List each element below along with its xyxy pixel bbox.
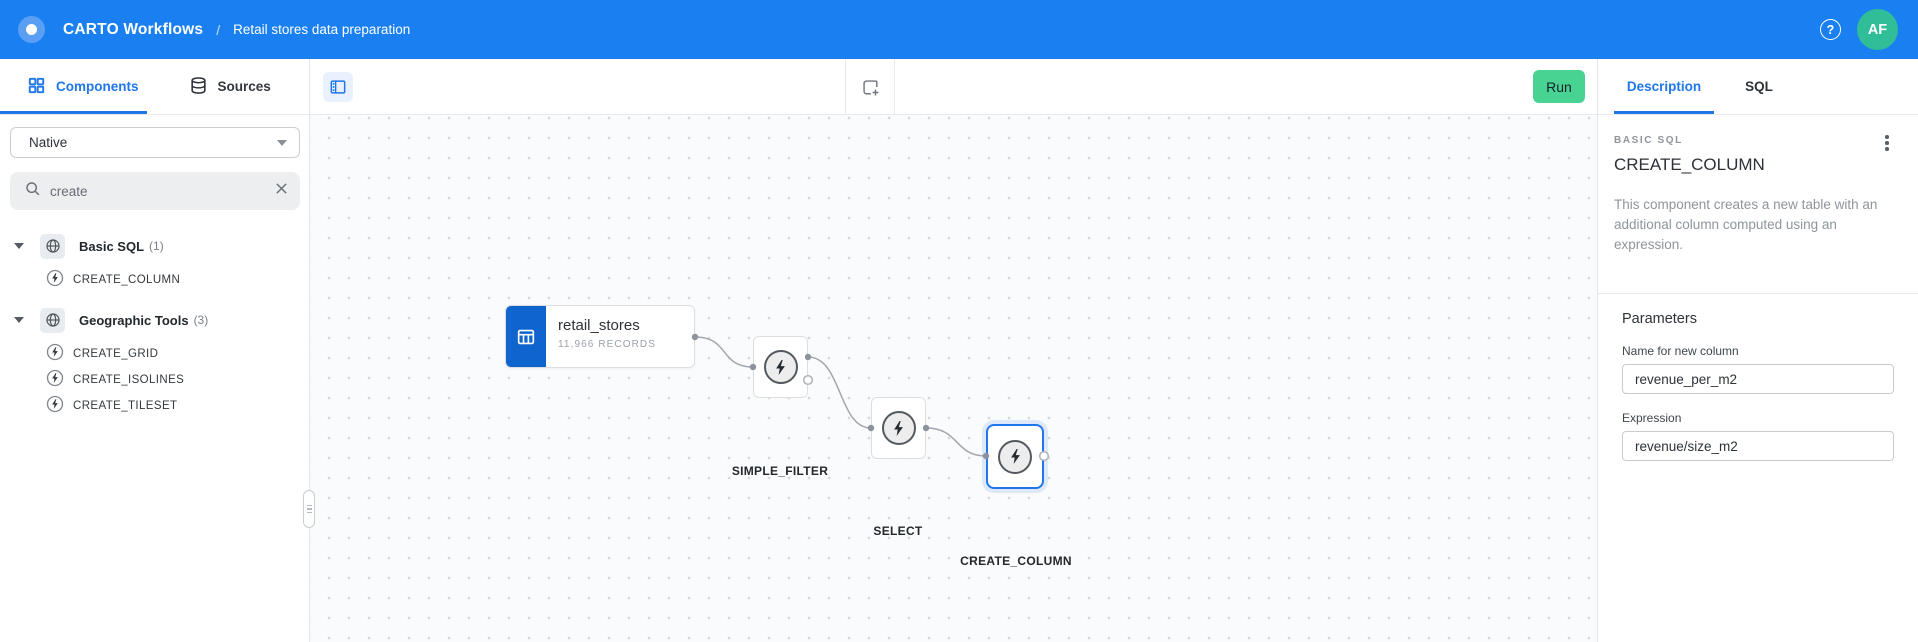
bolt-circle-icon xyxy=(46,343,64,366)
add-frame-icon xyxy=(863,80,879,96)
provider-select-value: Native xyxy=(29,135,68,150)
component-item-label: CREATE_TILESET xyxy=(73,400,178,412)
tab-components-label: Components xyxy=(56,79,139,94)
details-panel: Description SQL BASIC SQL CREATE_COLUMN … xyxy=(1597,59,1918,642)
panel-layout-icon xyxy=(330,80,346,94)
source-node-title: retail_stores xyxy=(558,317,640,334)
node-label-simple-filter: SIMPLE_FILTER xyxy=(731,464,829,478)
header-bar: CARTO Workflows / Retail stores data pre… xyxy=(0,0,1918,59)
toolbar-divider xyxy=(845,59,846,115)
bolt-circle-icon xyxy=(46,395,64,418)
component-item-label: CREATE_GRID xyxy=(73,348,159,360)
tab-sources[interactable]: Sources xyxy=(175,59,285,114)
globe-icon xyxy=(40,233,65,259)
edge-retail-to-filter xyxy=(694,336,754,368)
group-geographic-tools[interactable]: Geographic Tools (3) xyxy=(14,306,208,334)
avatar[interactable]: AF xyxy=(1857,9,1898,50)
canvas-toolbar: Run xyxy=(310,59,1597,115)
panel-tabbar: Description SQL xyxy=(1598,59,1918,115)
components-grid-icon xyxy=(27,76,46,98)
parameters-title: Parameters xyxy=(1622,311,1697,327)
group-count: (3) xyxy=(193,313,209,327)
parameters-section: Parameters Name for new column Expressio… xyxy=(1598,294,1918,461)
database-icon xyxy=(189,76,208,98)
group-basic-sql[interactable]: Basic SQL (1) xyxy=(14,232,164,260)
search-icon xyxy=(24,180,41,202)
node-simple-filter[interactable] xyxy=(753,336,808,398)
group-count: (1) xyxy=(149,239,164,253)
field-label-new-column: Name for new column xyxy=(1622,344,1739,358)
clear-search-icon[interactable] xyxy=(275,182,288,200)
tab-components[interactable]: Components xyxy=(0,59,153,114)
table-icon-block xyxy=(506,306,546,367)
component-item-label: CREATE_ISOLINES xyxy=(73,374,185,386)
source-node-records: 11,966 RECORDS xyxy=(558,339,657,350)
node-label-create-column: CREATE_COLUMN xyxy=(960,554,1072,568)
provider-select[interactable]: Native xyxy=(10,127,300,158)
tab-description[interactable]: Description xyxy=(1626,79,1702,94)
edge-select-to-createcolumn xyxy=(925,427,987,457)
active-tab-indicator xyxy=(1614,111,1714,114)
panel-divider xyxy=(1598,293,1918,294)
panel-body: BASIC SQL CREATE_COLUMN This component c… xyxy=(1598,115,1918,255)
component-description: This component creates a new table with … xyxy=(1614,197,1878,252)
sidebar-resize-handle[interactable] xyxy=(303,490,315,528)
components-sidebar: Components Sources Native xyxy=(0,59,310,642)
collapse-caret-icon[interactable] xyxy=(14,317,24,323)
bolt-circle-icon xyxy=(46,369,64,392)
field-label-expression: Expression xyxy=(1622,411,1682,425)
toolbar-divider xyxy=(894,59,895,115)
component-item-create-grid[interactable]: CREATE_GRID xyxy=(46,341,158,367)
workflow-main: Run retail_stores 11,966 RECORDS xyxy=(310,59,1597,642)
bolt-circle-icon xyxy=(46,269,64,292)
bolt-icon xyxy=(998,439,1032,474)
table-icon xyxy=(517,329,535,344)
collapse-caret-icon[interactable] xyxy=(14,243,24,249)
component-title: CREATE_COLUMN xyxy=(1614,155,1765,174)
node-retail-stores[interactable]: retail_stores 11,966 RECORDS xyxy=(505,305,695,368)
carto-logo[interactable] xyxy=(18,16,45,43)
add-annotation-button[interactable] xyxy=(856,73,884,101)
app-title: CARTO Workflows xyxy=(63,20,204,38)
active-tab-indicator xyxy=(0,111,147,114)
workflow-title[interactable]: Retail stores data preparation xyxy=(233,22,411,37)
component-item-create-isolines[interactable]: CREATE_ISOLINES xyxy=(46,367,184,393)
group-label: Geographic Tools xyxy=(79,312,189,328)
component-category: BASIC SQL xyxy=(1614,135,1683,146)
search-input-value[interactable]: create xyxy=(50,183,88,199)
kebab-menu-icon[interactable] xyxy=(1878,133,1896,153)
node-create-column-selected[interactable] xyxy=(986,424,1044,489)
component-search[interactable]: create xyxy=(10,172,300,210)
breadcrumb-separator: / xyxy=(216,21,221,38)
help-icon[interactable]: ? xyxy=(1820,19,1841,40)
new-column-name-input[interactable] xyxy=(1622,364,1894,394)
chevron-down-icon xyxy=(277,139,287,146)
globe-icon xyxy=(40,307,65,333)
bolt-icon xyxy=(881,411,916,445)
edges-layer xyxy=(691,333,1050,462)
tab-sql[interactable]: SQL xyxy=(1745,79,1773,94)
tab-sources-label: Sources xyxy=(217,79,271,94)
component-item-create-tileset[interactable]: CREATE_TILESET xyxy=(46,393,177,419)
expression-input[interactable] xyxy=(1622,431,1894,461)
toggle-panel-button[interactable] xyxy=(323,72,353,102)
component-item-create-column[interactable]: CREATE_COLUMN xyxy=(46,267,180,293)
sidebar-tabbar: Components Sources xyxy=(0,59,309,115)
node-label-select: SELECT xyxy=(873,524,923,538)
group-label: Basic SQL xyxy=(79,238,145,254)
component-item-label: CREATE_COLUMN xyxy=(73,274,181,286)
edge-filter-to-select xyxy=(807,356,872,429)
bolt-icon xyxy=(763,350,798,384)
workflow-canvas[interactable]: retail_stores 11,966 RECORDS SIMPLE_FILT… xyxy=(310,115,1597,642)
run-button[interactable]: Run xyxy=(1533,70,1585,103)
node-select[interactable] xyxy=(871,397,926,459)
